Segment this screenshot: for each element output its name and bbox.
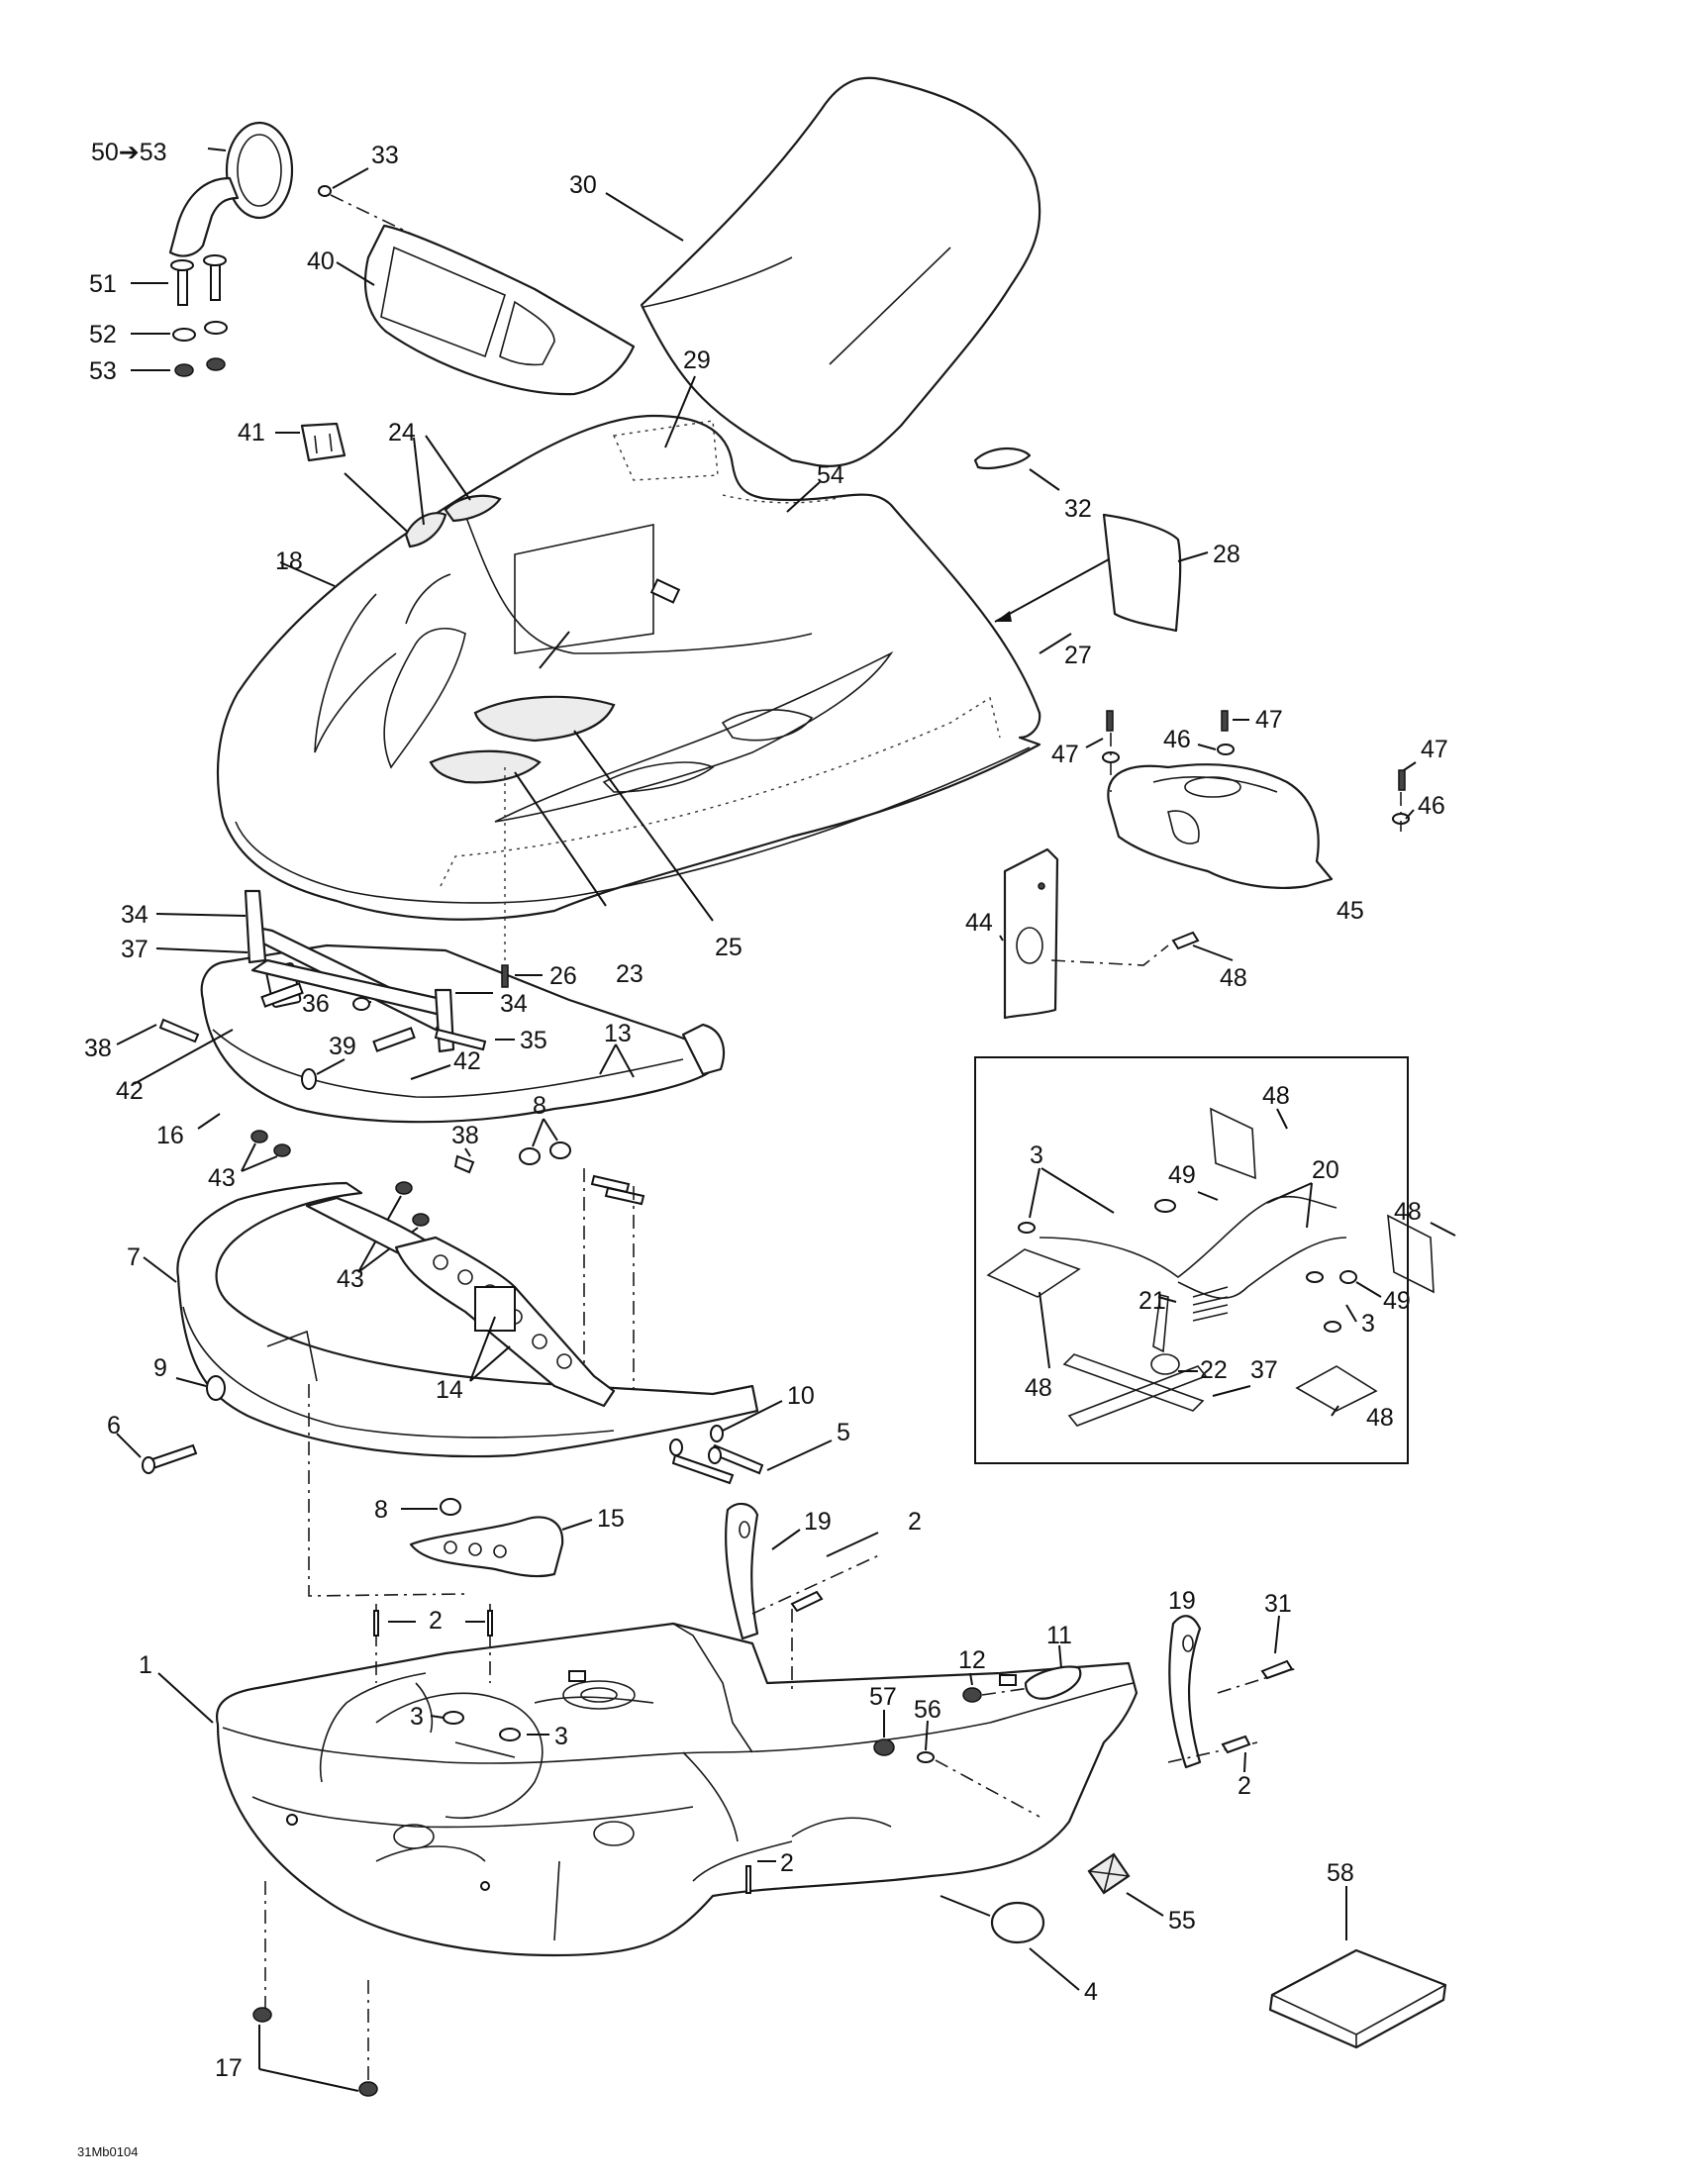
callout-16: 16 (156, 1122, 184, 1149)
windshield (640, 76, 1041, 467)
cap-4 (990, 1901, 1045, 1944)
callout-26: 26 (549, 962, 577, 990)
inset-callout-48a: 48 (1262, 1082, 1290, 1110)
inset-callout-labels: 48 49 3 20 48 49 21 3 22 37 48 48 (1025, 1082, 1422, 1432)
callout-27: 27 (1064, 642, 1092, 669)
side-bracket (1003, 847, 1059, 1020)
callout-35: 35 (520, 1027, 547, 1054)
callout-23: 23 (616, 960, 644, 988)
inset-callout-48d: 48 (1366, 1404, 1394, 1432)
callout-40: 40 (307, 248, 335, 275)
inset-callout-3a: 3 (1030, 1142, 1043, 1169)
callout-19a: 19 (804, 1508, 832, 1536)
callout-7: 7 (127, 1243, 141, 1271)
callout-41: 41 (238, 419, 265, 447)
callout-38b: 38 (451, 1122, 479, 1149)
callout-3b: 3 (554, 1723, 568, 1750)
callout-55: 55 (1168, 1907, 1196, 1935)
callout-42b: 42 (453, 1047, 481, 1075)
callout-10: 10 (787, 1382, 815, 1410)
callout-25: 25 (715, 934, 742, 961)
inset-callout-22: 22 (1200, 1356, 1228, 1384)
dash-console (336, 224, 636, 396)
hood (216, 414, 1041, 965)
callout-34b: 34 (500, 990, 528, 1018)
callout-2c: 2 (780, 1849, 794, 1877)
grab-handle-11 (1024, 1665, 1082, 1700)
callout-57: 57 (869, 1683, 897, 1711)
callout-47c: 47 (1421, 736, 1448, 763)
inset-spring-assembly (986, 1107, 1435, 1427)
callout-30: 30 (569, 171, 597, 199)
callout-46b: 46 (1418, 792, 1445, 820)
callout-13: 13 (604, 1020, 632, 1047)
callout-1: 1 (139, 1651, 152, 1679)
callout-8b: 8 (374, 1496, 388, 1524)
callout-47a: 47 (1051, 741, 1079, 768)
callout-50-53: 50➔53 (91, 139, 167, 166)
callout-48: 48 (1220, 964, 1247, 992)
bracket-15 (409, 1516, 564, 1578)
inset-callout-21: 21 (1138, 1287, 1166, 1315)
callout-45: 45 (1336, 897, 1364, 925)
callout-29: 29 (683, 347, 711, 374)
callout-33: 33 (371, 142, 399, 169)
callout-2a: 2 (908, 1508, 922, 1536)
front-bumper (176, 1181, 759, 1458)
callout-6: 6 (107, 1412, 121, 1439)
callout-39: 39 (329, 1033, 356, 1060)
callout-53: 53 (89, 357, 117, 385)
inset-callout-37: 37 (1250, 1356, 1278, 1384)
callout-37: 37 (121, 936, 148, 963)
inset-callout-49a: 49 (1168, 1161, 1196, 1189)
callout-34a: 34 (121, 901, 148, 929)
callout-12: 12 (958, 1646, 986, 1674)
callout-labels: 50➔53 51 52 53 33 30 40 29 41 24 54 32 1… (84, 139, 1448, 2082)
inset-callout-20: 20 (1312, 1156, 1339, 1184)
callout-58: 58 (1327, 1859, 1354, 1887)
callout-2b: 2 (429, 1607, 443, 1635)
callout-46a: 46 (1163, 726, 1191, 753)
callout-9: 9 (153, 1354, 167, 1382)
callout-36: 36 (302, 990, 330, 1018)
callout-2d: 2 (1238, 1772, 1251, 1800)
callout-14: 14 (436, 1376, 463, 1404)
detail-inset-box (974, 1056, 1409, 1464)
callout-43a: 43 (208, 1164, 236, 1192)
rear-cover (1107, 763, 1334, 889)
inset-callout-48c: 48 (1025, 1374, 1052, 1402)
screws-nuts-51-53 (170, 254, 228, 377)
callout-38a: 38 (84, 1035, 112, 1062)
callout-3a: 3 (410, 1703, 424, 1731)
callout-52: 52 (89, 321, 117, 348)
callout-56: 56 (914, 1696, 941, 1724)
callout-42a: 42 (116, 1077, 144, 1105)
callout-8a: 8 (533, 1092, 546, 1120)
callout-44: 44 (965, 909, 993, 937)
pad-58 (1268, 1948, 1447, 2049)
callout-32: 32 (1064, 495, 1092, 523)
callout-17: 17 (215, 2054, 243, 2082)
figure-code: 31Mb0104 (77, 2144, 138, 2159)
callout-15: 15 (597, 1505, 625, 1533)
callout-5: 5 (837, 1419, 850, 1446)
inset-callout-48b: 48 (1394, 1198, 1422, 1226)
belly-pan (215, 1622, 1138, 1957)
inset-callout-3b: 3 (1361, 1310, 1375, 1338)
callout-18: 18 (275, 547, 303, 575)
callout-24: 24 (388, 419, 416, 447)
callout-43b: 43 (337, 1265, 364, 1293)
callout-4: 4 (1084, 1978, 1098, 2006)
callout-28: 28 (1213, 541, 1240, 568)
inset-callout-49b: 49 (1383, 1287, 1411, 1315)
callout-31: 31 (1264, 1590, 1292, 1618)
rails-14 (305, 1196, 616, 1408)
callout-51: 51 (89, 270, 117, 298)
callout-19b: 19 (1168, 1587, 1196, 1615)
callout-54: 54 (817, 461, 844, 489)
callout-11: 11 (1046, 1622, 1072, 1649)
mirror-assembly (168, 121, 294, 257)
callout-47b: 47 (1255, 706, 1283, 734)
